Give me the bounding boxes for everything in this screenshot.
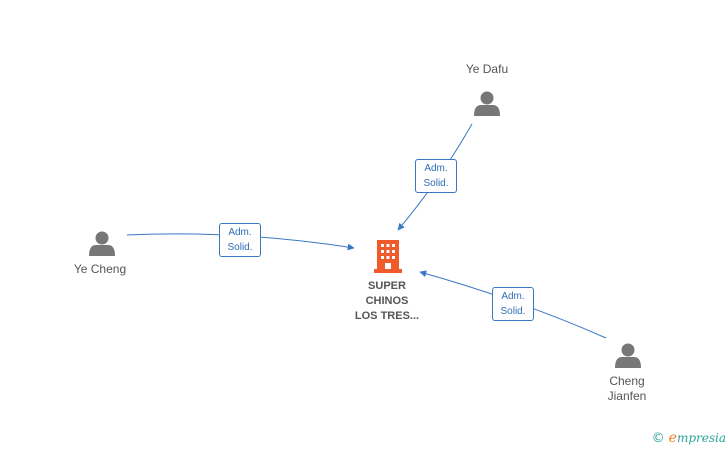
relation-line: Solid.: [423, 178, 449, 189]
relation-line: Adm.: [424, 163, 448, 174]
person-icon[interactable]: [615, 343, 641, 369]
empresia-logo: ©empresia: [652, 430, 726, 446]
company-label-line: SUPER: [368, 280, 406, 292]
person-name-line: Ye Cheng: [73, 262, 127, 276]
relation-line: Solid.: [227, 242, 253, 253]
company-label-line: LOS TRES...: [354, 310, 420, 322]
brand-name: mpresia: [676, 431, 726, 445]
person-icon[interactable]: [474, 91, 500, 117]
relation-line: Solid.: [500, 306, 526, 317]
person-label-ye-dafu[interactable]: Ye Dafu: [447, 62, 527, 77]
company-label[interactable]: SUPER CHINOS LOS TRES...: [342, 279, 432, 324]
person-name-line: Jianfen: [607, 389, 647, 403]
relation-box-ye-dafu[interactable]: Adm. Solid.: [415, 159, 457, 193]
relation-line: Adm.: [228, 227, 252, 238]
relation-line: Adm.: [501, 291, 525, 302]
person-label-cheng-jianfen[interactable]: Cheng Jianfen: [587, 374, 667, 404]
building-icon[interactable]: [374, 240, 402, 273]
copyright-icon: ©: [651, 431, 665, 446]
brand-initial: e: [668, 430, 677, 446]
person-icon[interactable]: [89, 231, 115, 257]
relation-box-cheng-jianfen[interactable]: Adm. Solid.: [492, 287, 534, 321]
company-label-line: CHINOS: [365, 295, 409, 307]
person-name-line: Cheng: [609, 374, 645, 388]
relation-box-ye-cheng[interactable]: Adm. Solid.: [219, 223, 261, 257]
person-label-ye-cheng[interactable]: Ye Cheng: [60, 262, 140, 277]
person-name-line: Ye Dafu: [465, 62, 509, 76]
